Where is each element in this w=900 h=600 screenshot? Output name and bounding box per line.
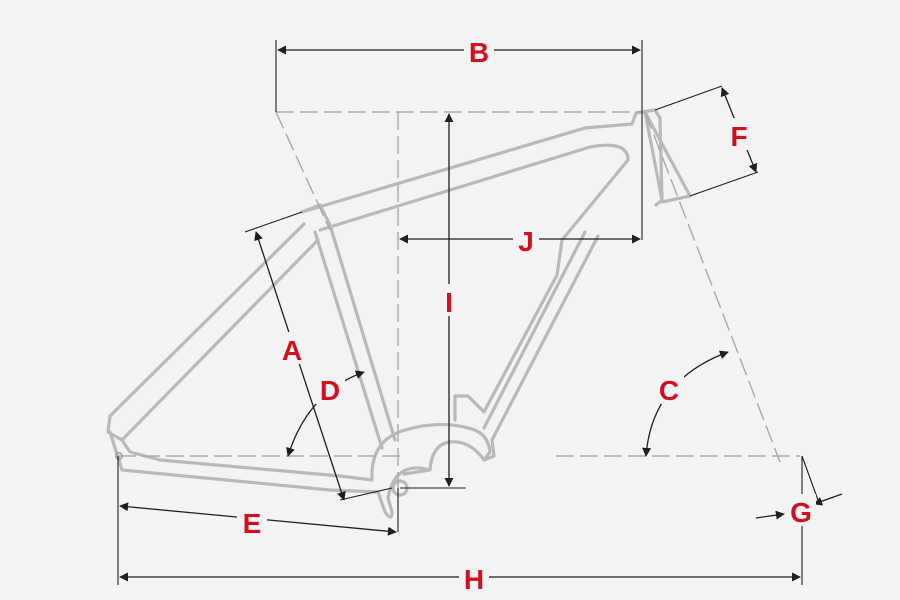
seat-stay — [106, 222, 320, 442]
dimension-g-left — [755, 510, 785, 520]
label-j: J — [518, 226, 534, 257]
dimension-labels: B I J A D C E H F G — [237, 34, 816, 595]
down-tube — [482, 230, 600, 462]
label-i: I — [445, 287, 453, 318]
label-e: E — [243, 508, 262, 539]
label-f: F — [730, 121, 747, 152]
bottom-bracket — [370, 422, 492, 519]
seat-axis-line — [275, 111, 331, 231]
label-h: H — [464, 564, 484, 595]
chain-stay — [108, 430, 380, 494]
label-c: C — [659, 375, 679, 406]
extension-lines — [117, 40, 819, 585]
steering-axis-line — [644, 111, 781, 463]
top-tube — [300, 108, 664, 422]
reference-lines — [118, 111, 800, 488]
head-tube — [643, 110, 692, 204]
label-g: G — [790, 497, 812, 528]
label-b: B — [469, 37, 489, 68]
label-a: A — [282, 335, 302, 366]
dimension-g-right — [813, 493, 843, 506]
dimension-a — [254, 231, 346, 501]
label-d: D — [320, 375, 340, 406]
